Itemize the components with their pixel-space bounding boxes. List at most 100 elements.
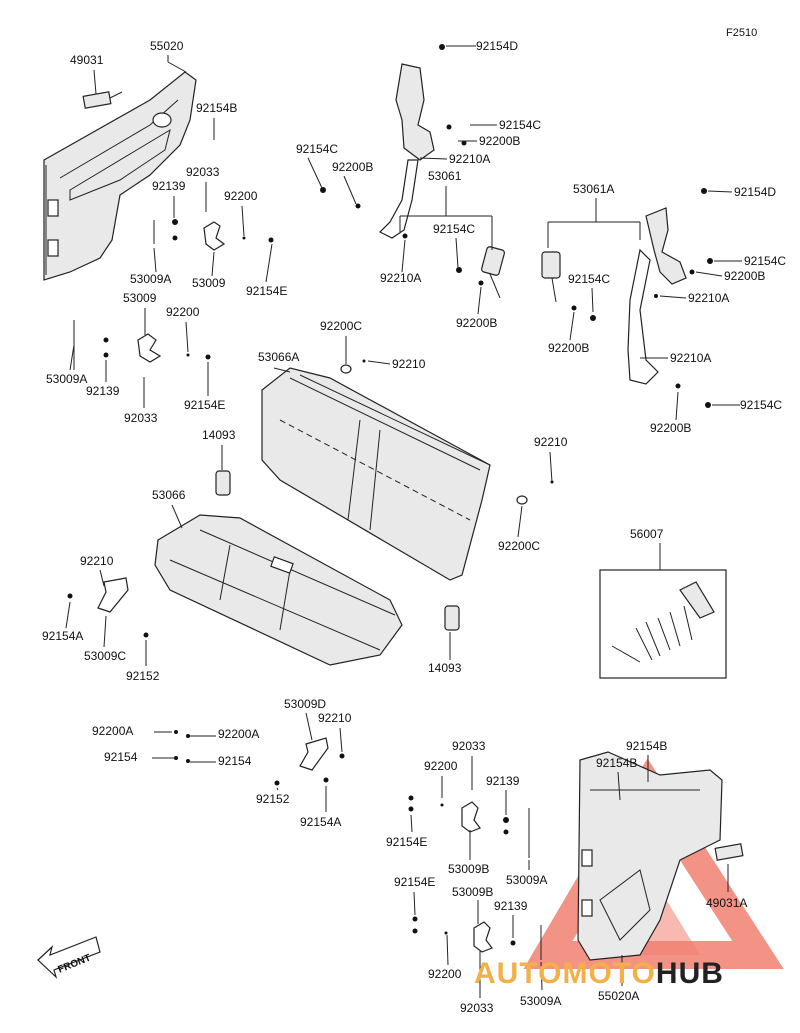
part-number-92200-3: 92200: [424, 759, 458, 773]
part-number-53009-2: 53009: [123, 291, 157, 305]
leader-line: [591, 287, 594, 313]
stopper-14093-upper: [215, 470, 231, 496]
part-number-53061: 53061: [428, 169, 462, 183]
part-number-53009b-1: 53009B: [448, 862, 489, 876]
part-number-49031a: 49031A: [706, 896, 747, 910]
leader-line: [569, 311, 575, 341]
part-number-92139-1: 92139: [152, 179, 186, 193]
part-number-92210-1: 92210: [392, 357, 426, 371]
part-number-92154c-r: 92154C: [744, 254, 786, 268]
leader-line: [171, 504, 183, 529]
side-panel-left: [43, 71, 197, 281]
leader-line: [549, 451, 553, 483]
part-number-92033-2: 92033: [124, 411, 158, 425]
leader-line: [185, 321, 189, 353]
part-number-92154c-2: 92154C: [296, 142, 338, 156]
handle-49031A: [714, 843, 744, 861]
leader-line: [659, 295, 687, 299]
part-number-92200b-1: 92200B: [479, 134, 520, 148]
part-number-55020a: 55020A: [598, 989, 639, 1003]
part-number-92200c-2: 92200C: [498, 539, 540, 553]
part-number-92210a-2: 92210A: [380, 271, 421, 285]
part-number-92154b-l: 92154B: [196, 101, 237, 115]
part-number-92210a-r2: 92210A: [670, 351, 711, 365]
part-number-53009a-2: 53009A: [46, 372, 87, 386]
part-number-92154c-4: 92154C: [568, 272, 610, 286]
part-number-92210-3: 92210: [80, 554, 114, 568]
bracket-53009C: [67, 577, 149, 638]
part-number-92139-2: 92139: [86, 384, 120, 398]
part-number-92154b-r2: 92154B: [596, 756, 637, 770]
part-number-92154a-2: 92154A: [300, 815, 341, 829]
part-number-92200a-2: 92200A: [218, 727, 259, 741]
side-panel-right: [577, 751, 723, 961]
part-number-53009c: 53009C: [84, 649, 126, 663]
seat-back-53066A: [261, 359, 554, 581]
leader-line: [65, 601, 71, 629]
stopper-14093-lower: [444, 605, 460, 631]
figure-code: F2510: [726, 27, 757, 39]
leader-line: [103, 615, 107, 648]
part-number-92154c-r2: 92154C: [740, 398, 782, 412]
part-number-53009b-2: 53009B: [452, 885, 493, 899]
part-number-92200-4: 92200: [428, 967, 462, 981]
part-number-92200a-1: 92200A: [92, 724, 133, 738]
leader-line: [153, 247, 157, 273]
part-number-92154c-1: 92154C: [499, 118, 541, 132]
leader-line: [99, 569, 105, 587]
leader-line: [265, 243, 273, 283]
leader-line: [410, 814, 413, 833]
part-number-92154e-2: 92154E: [184, 398, 225, 412]
leader-line: [617, 771, 621, 801]
bracket-53009-middle: [73, 320, 211, 370]
bracket-53009D: [174, 730, 345, 786]
part-number-53009-1: 53009: [192, 276, 226, 290]
watermark-text: AUTOMOTOHUB: [474, 957, 724, 990]
leader-line: [401, 239, 406, 273]
leader-line: [273, 367, 291, 373]
part-number-92154a-1: 92154A: [42, 629, 83, 643]
part-number-92152-1: 92152: [126, 669, 160, 683]
bracket-53009-upper: [153, 219, 274, 251]
leader-line: [276, 787, 279, 791]
leader-line: [540, 961, 543, 991]
leader-line: [343, 175, 357, 205]
part-number-92200c-1: 92200C: [320, 319, 362, 333]
part-number-92154d-r: 92154D: [734, 185, 776, 199]
bracket-53009B-upper: [408, 795, 530, 858]
part-number-53066: 53066: [152, 488, 186, 502]
svg-text:AUTOMOTOHUB: AUTOMOTOHUB: [474, 957, 724, 990]
part-number-92210-4: 92210: [318, 711, 352, 725]
part-number-92154c-3: 92154C: [433, 222, 475, 236]
part-number-53066a: 53066A: [258, 350, 299, 364]
leader-line: [305, 712, 313, 741]
part-number-49031: 49031: [70, 53, 104, 67]
part-number-92033-4: 92033: [460, 1001, 494, 1015]
part-number-92154e-1: 92154E: [246, 284, 287, 298]
handle-49031: [82, 91, 123, 109]
leader-line: [211, 251, 215, 277]
part-number-14093-1: 14093: [202, 428, 236, 442]
part-number-92154d: 92154D: [476, 39, 518, 53]
part-number-92154e-4: 92154E: [394, 875, 435, 889]
leader-line: [241, 205, 245, 237]
buckle-53061: [456, 246, 505, 299]
part-number-92154e-3: 92154E: [386, 835, 427, 849]
front-arrow: FRONT: [37, 936, 101, 979]
leader-line: [477, 286, 482, 315]
leader-line: [367, 360, 391, 365]
leader-line: [93, 69, 97, 95]
leader-line: [69, 344, 75, 371]
part-number-92200-1: 92200: [224, 189, 258, 203]
part-number-92154-1: 92154: [104, 750, 138, 764]
part-number-92200b-3: 92200B: [456, 316, 497, 330]
seat-belt-53061: [320, 44, 467, 239]
part-number-92200b-r2: 92200B: [650, 421, 691, 435]
part-number-53009a-3: 53009A: [506, 873, 547, 887]
part-number-55020: 55020: [150, 39, 184, 53]
leader-line: [307, 157, 323, 189]
part-number-56007: 56007: [630, 527, 664, 541]
part-number-92210a-r: 92210A: [688, 291, 729, 305]
part-number-14093-2: 14093: [428, 661, 462, 675]
leader-line: [675, 391, 679, 421]
